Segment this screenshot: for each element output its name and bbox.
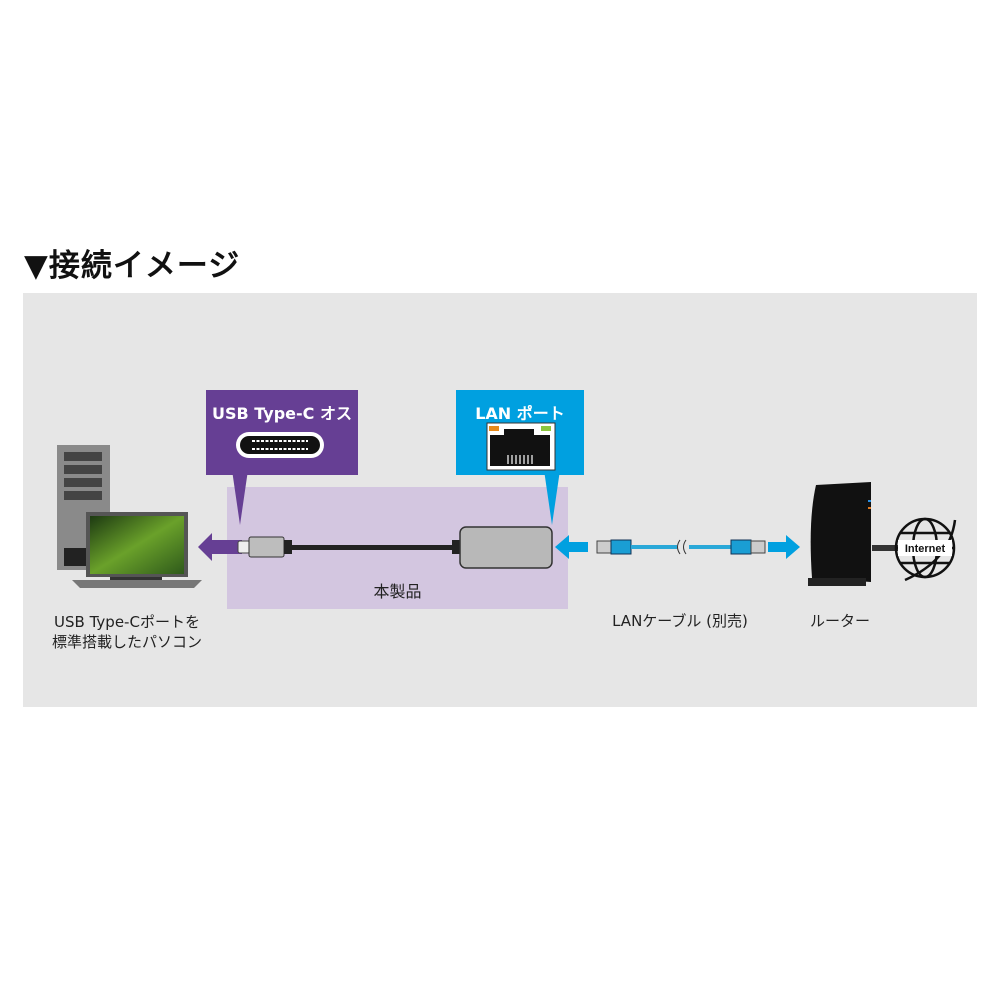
section-title: ▼接続イメージ bbox=[24, 248, 241, 284]
lan-callout bbox=[456, 390, 584, 525]
globe-label: Internet bbox=[905, 543, 946, 555]
usb-callout bbox=[206, 390, 358, 525]
desktop-pc-icon bbox=[57, 445, 110, 570]
arrow-to-adapter bbox=[555, 535, 588, 559]
pc-label: USB Type-Cポートを 標準搭載したパソコン bbox=[27, 612, 227, 652]
lan-adapter-icon bbox=[452, 526, 553, 569]
lan-callout-label: LAN ポート bbox=[475, 404, 565, 423]
usb-cable bbox=[292, 545, 452, 550]
lan-cable-icon bbox=[596, 539, 766, 555]
arrow-to-pc bbox=[198, 533, 242, 561]
usb-callout-label: USB Type-C オス bbox=[212, 404, 352, 423]
router-label: ルーター bbox=[809, 612, 870, 630]
pc-label-line2: 標準搭載したパソコン bbox=[51, 633, 202, 651]
arrow-to-router bbox=[768, 535, 800, 559]
router-icon bbox=[808, 482, 871, 586]
laptop-icon bbox=[72, 512, 202, 588]
usb-c-plug-icon bbox=[237, 536, 292, 558]
internet-cable bbox=[872, 545, 902, 551]
cable-label: LANケーブル (別売) bbox=[612, 612, 748, 630]
product-label: 本製品 bbox=[373, 582, 422, 601]
pc-label-line1: USB Type-Cポートを bbox=[54, 613, 200, 631]
